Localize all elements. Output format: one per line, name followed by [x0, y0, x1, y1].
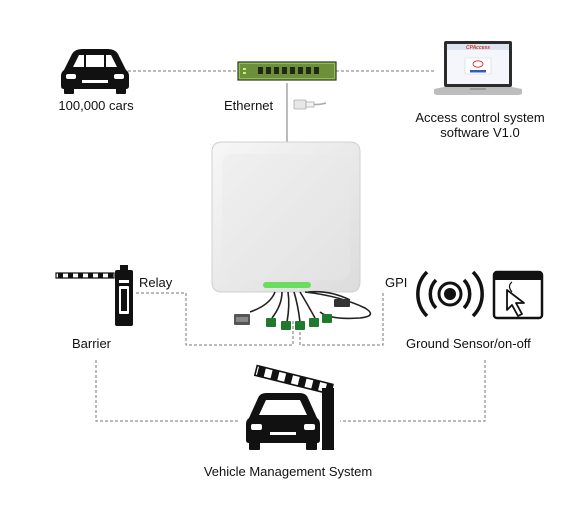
car-icon	[61, 49, 129, 94]
ethernet-plug-icon	[293, 99, 327, 110]
rfid-reader-device	[211, 141, 361, 293]
software-label-line1: Access control system	[415, 110, 545, 125]
line-relay-down	[185, 293, 294, 346]
line-barrier-vms	[95, 360, 240, 422]
touch-switch-icon	[492, 270, 544, 320]
cable-connectors	[234, 299, 350, 330]
line-gpi-down	[299, 293, 384, 346]
status-led	[263, 282, 311, 288]
vehicle-management-icon	[246, 364, 334, 450]
connection-lines	[95, 70, 486, 422]
barrier-label: Barrier	[72, 336, 112, 351]
reader-cables-icon	[249, 290, 372, 323]
network-switch-icon	[237, 61, 337, 81]
gpi-label: GPI	[385, 275, 408, 290]
vms-label: Vehicle Management System	[203, 464, 373, 479]
cars-label: 100,000 cars	[58, 98, 134, 113]
ground-sensor-icon	[416, 270, 484, 318]
laptop-icon: CPAccess	[434, 41, 522, 95]
barrier-gate-icon	[55, 265, 133, 326]
relay-label: Relay	[139, 275, 173, 290]
ethernet-label: Ethernet	[224, 98, 274, 113]
laptop-screen-logo: CPAccess	[466, 45, 490, 51]
ground-sensor-label: Ground Sensor/on-off	[406, 336, 531, 351]
software-label-line2: software V1.0	[440, 125, 520, 140]
line-sensor-vms	[340, 360, 486, 422]
